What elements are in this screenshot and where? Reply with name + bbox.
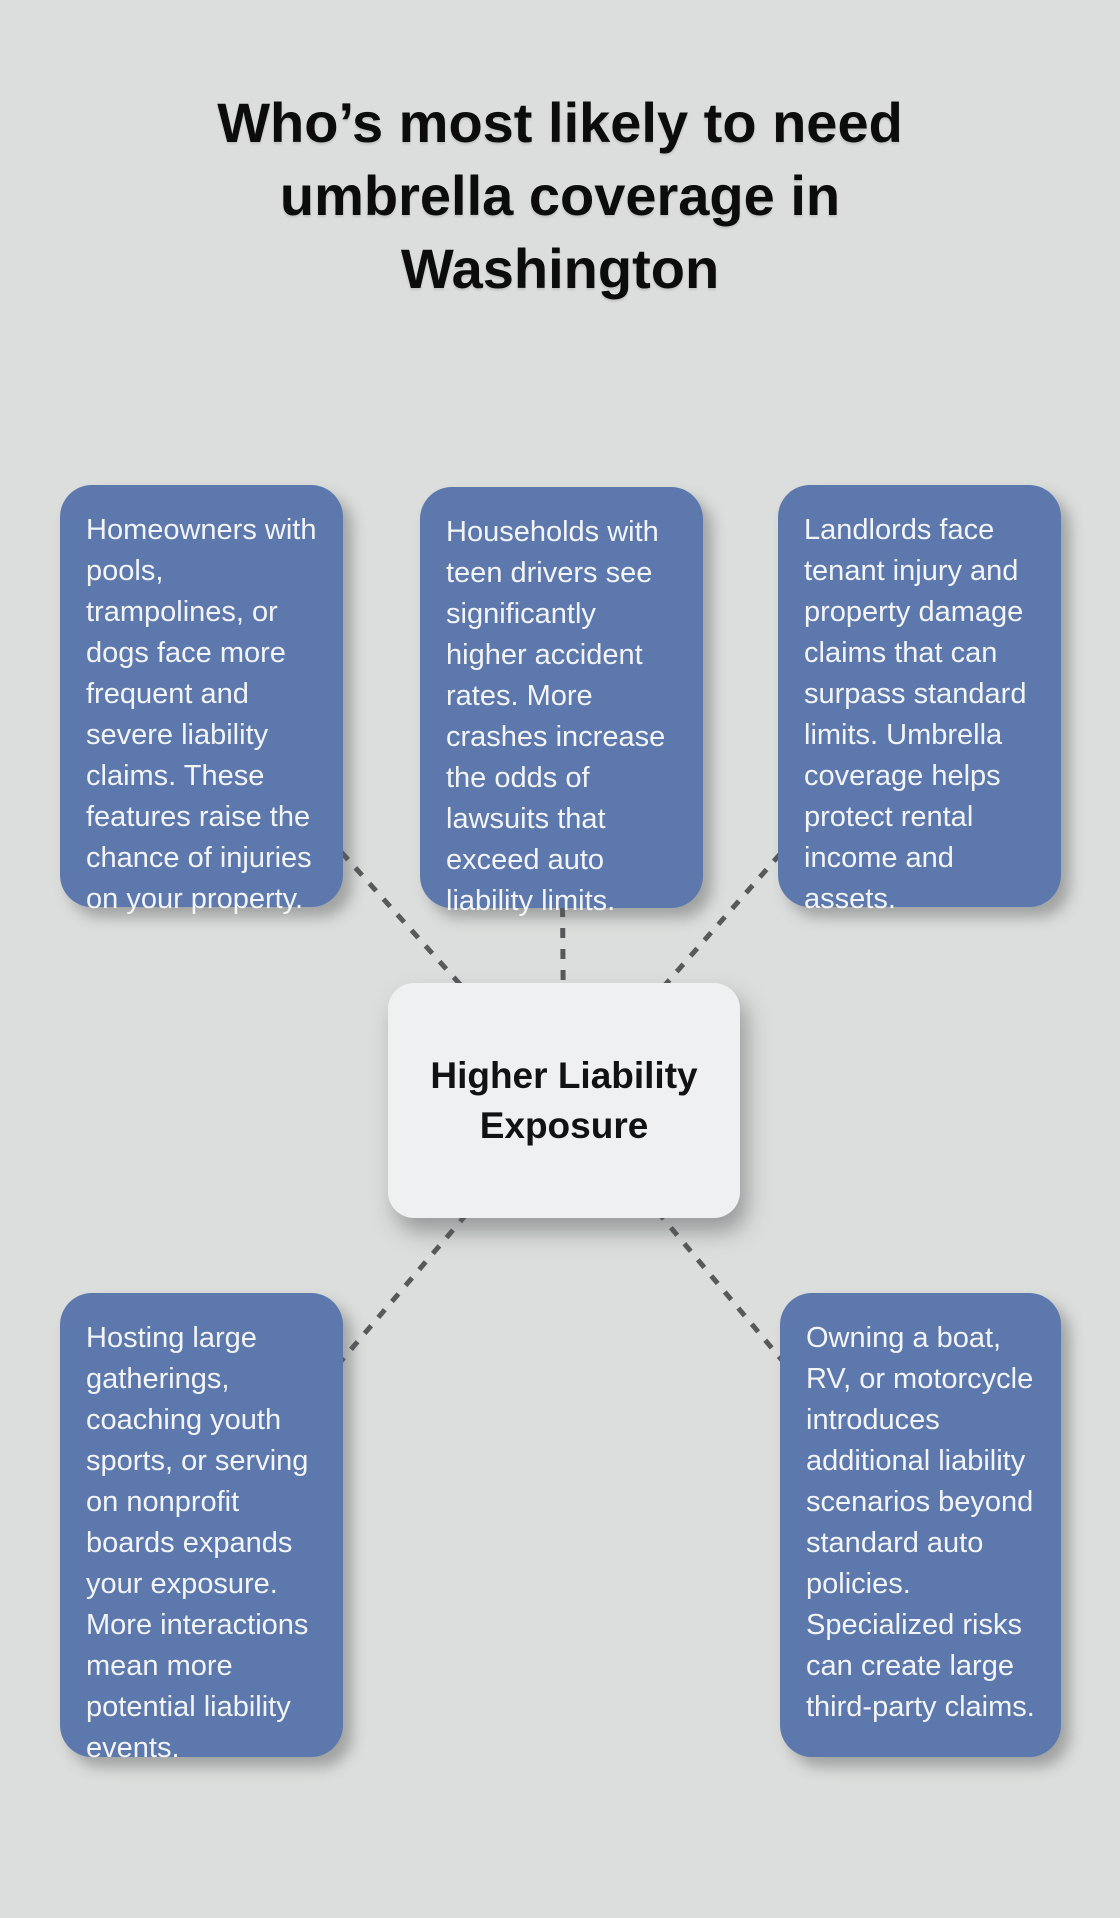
node-text: Households with teen drivers see signifi… <box>446 516 666 917</box>
node-homeowners-pools-trampolines-dogs: Homeowners with pools, trampolines, or d… <box>60 485 343 915</box>
node-text: Hosting large gatherings, coaching youth… <box>86 1322 309 1764</box>
node-text: Landlords face tenant injury and propert… <box>804 514 1027 915</box>
node-boat-rv-motorcycle: Owning a boat, RV, or motorcycle introdu… <box>780 1293 1061 1757</box>
node-text: Owning a boat, RV, or motorcycle introdu… <box>806 1322 1035 1723</box>
node-text: Homeowners with pools, trampolines, or d… <box>86 514 317 915</box>
page-title: Who’s most likely to need umbrella cover… <box>217 91 903 300</box>
node-landlords: Landlords face tenant injury and propert… <box>778 485 1061 915</box>
center-node-label: Higher Liability Exposure <box>430 1054 698 1146</box>
node-community-involvement: Hosting large gatherings, coaching youth… <box>60 1293 343 1764</box>
center-node-higher-liability-exposure: Higher Liability Exposure <box>388 983 740 1218</box>
node-teen-drivers: Households with teen drivers see signifi… <box>420 487 703 917</box>
